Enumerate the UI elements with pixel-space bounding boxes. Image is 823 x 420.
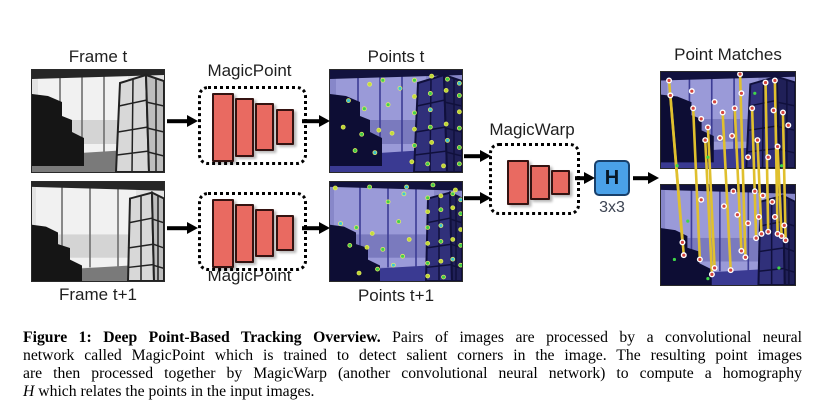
h-size-label: 3x3 bbox=[599, 199, 625, 216]
conv-layer-bar bbox=[276, 215, 294, 251]
conv-layer-bar bbox=[551, 170, 570, 195]
magicpoint-box-top bbox=[198, 86, 307, 165]
caption-line: H which relates the points in the input … bbox=[23, 383, 315, 400]
conv-layer-bar bbox=[212, 93, 234, 162]
magicpoint-box-bottom bbox=[198, 192, 307, 271]
flow-arrow bbox=[167, 221, 198, 235]
conv-layer-bar bbox=[235, 204, 254, 263]
caption-line: Figure 1: Deep Point-Based Tracking Over… bbox=[23, 329, 802, 346]
conv-layer-bar bbox=[507, 160, 529, 205]
frame-t-image bbox=[31, 69, 165, 173]
h-symbol: H bbox=[604, 166, 620, 189]
point-matches-label: Point Matches bbox=[674, 45, 782, 64]
flow-arrow bbox=[167, 114, 198, 128]
frame-t1-image bbox=[31, 181, 165, 282]
magicwarp-box bbox=[489, 143, 580, 215]
conv-layer-bar bbox=[212, 199, 234, 268]
figure-caption: Figure 1: Deep Point-Based Tracking Over… bbox=[23, 329, 802, 401]
flow-arrow bbox=[633, 171, 659, 185]
point-matches-top-image bbox=[660, 71, 796, 169]
conv-layer-bar bbox=[255, 209, 274, 257]
magicpoint-top-label: MagicPoint bbox=[207, 61, 292, 80]
flow-arrow bbox=[464, 149, 491, 163]
conv-layer-bar bbox=[235, 98, 254, 157]
points-t-label: Points t bbox=[367, 47, 425, 66]
caption-line: are then processed together by MagicWarp… bbox=[23, 365, 802, 382]
frame-t-label: Frame t bbox=[68, 47, 128, 66]
frame-t1-label: Frame t+1 bbox=[59, 285, 137, 304]
magicwarp-label: MagicWarp bbox=[489, 120, 575, 139]
flow-arrow bbox=[464, 191, 491, 205]
flow-arrow bbox=[575, 171, 595, 185]
points-t1-label: Points t+1 bbox=[357, 286, 435, 305]
flow-arrow bbox=[302, 114, 330, 128]
caption-line: network called MagicPoint which is train… bbox=[23, 347, 802, 364]
homography-h-box: H bbox=[594, 160, 630, 196]
flow-arrow bbox=[302, 221, 330, 235]
conv-layer-bar bbox=[255, 103, 274, 151]
point-matches-bottom-image bbox=[660, 184, 796, 286]
conv-layer-bar bbox=[276, 109, 294, 145]
conv-layer-bar bbox=[530, 165, 550, 200]
points-t1-image bbox=[329, 181, 463, 282]
points-t-image bbox=[329, 69, 463, 173]
